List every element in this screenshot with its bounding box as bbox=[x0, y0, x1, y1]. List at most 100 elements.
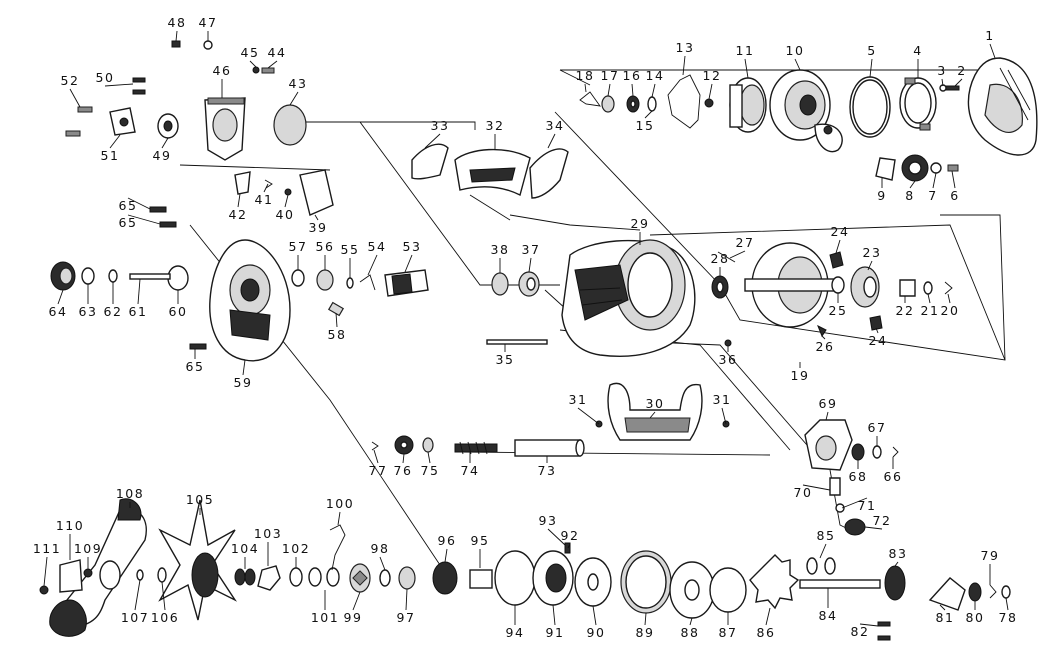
leader-line bbox=[651, 83, 656, 98]
part-number-label: 11 bbox=[736, 43, 755, 58]
part-number-label: 47 bbox=[199, 15, 218, 30]
part-number-label: 45 bbox=[241, 45, 260, 60]
leader-line bbox=[289, 91, 299, 106]
part-108-handle bbox=[49, 498, 147, 637]
part-number-label: 68 bbox=[849, 469, 868, 484]
part-number-label: 12 bbox=[703, 68, 722, 83]
leader-line bbox=[947, 293, 951, 304]
part-number-label: 39 bbox=[309, 220, 328, 235]
leader-line bbox=[263, 183, 269, 193]
part-number-label: 50 bbox=[96, 70, 115, 85]
part-number-label: 4 bbox=[913, 43, 922, 58]
leader-line bbox=[161, 137, 169, 149]
leader-line bbox=[765, 607, 771, 626]
part-number-label: 83 bbox=[889, 546, 908, 561]
parts-101-to-104 bbox=[234, 565, 340, 591]
part-number-label: 40 bbox=[276, 207, 295, 222]
part-number-label: 60 bbox=[169, 304, 188, 319]
part-number-label: 91 bbox=[546, 625, 565, 640]
leader-line bbox=[607, 83, 611, 97]
part-13-spring-wire bbox=[667, 74, 701, 129]
part-number-label: 21 bbox=[921, 303, 940, 318]
part-number-label: 22 bbox=[896, 303, 915, 318]
part-number-label: 111 bbox=[33, 541, 61, 556]
part-number-label: 35 bbox=[496, 352, 515, 367]
leader-line bbox=[547, 133, 556, 149]
part-number-label: 101 bbox=[311, 610, 339, 625]
part-number-label: 61 bbox=[129, 304, 148, 319]
part-number-label: 1 bbox=[985, 28, 994, 43]
leader-line bbox=[794, 58, 801, 71]
leader-line bbox=[242, 359, 246, 376]
part-number-label: 53 bbox=[403, 239, 422, 254]
leader-line bbox=[528, 257, 532, 273]
leader-line bbox=[821, 335, 826, 340]
part-number-label: 97 bbox=[397, 610, 416, 625]
part-number-label: 24 bbox=[831, 224, 850, 239]
part-number-label: 73 bbox=[538, 463, 557, 478]
part-number-label: 110 bbox=[56, 518, 84, 533]
parts-86-to-90-gears bbox=[574, 550, 800, 619]
leader-line bbox=[577, 407, 600, 425]
part-4-ring-plate bbox=[899, 77, 937, 131]
leader-line bbox=[127, 214, 161, 225]
part-number-label: 62 bbox=[104, 304, 123, 319]
part-number-label: 108 bbox=[116, 486, 144, 501]
leader-line bbox=[721, 407, 727, 425]
part-number-label: 90 bbox=[587, 625, 606, 640]
parts-32-33-34-level-wind-guard bbox=[411, 143, 569, 199]
part-number-label: 80 bbox=[966, 610, 985, 625]
leader-line bbox=[649, 411, 656, 419]
part-number-label: 51 bbox=[101, 148, 120, 163]
part-number-label: 23 bbox=[863, 245, 882, 260]
part-number-label: 41 bbox=[255, 192, 274, 207]
leader-line bbox=[137, 278, 141, 305]
part-number-label: 10 bbox=[786, 43, 805, 58]
part-number-label: 63 bbox=[79, 304, 98, 319]
part-number-label: 79 bbox=[981, 548, 1000, 563]
part-number-label: 42 bbox=[229, 207, 248, 222]
parts-75-76-77 bbox=[371, 435, 434, 455]
parts-78-to-82 bbox=[877, 577, 1011, 641]
leader-line bbox=[867, 260, 873, 271]
part-51-clicker bbox=[109, 107, 136, 136]
part-28-bearing bbox=[711, 275, 729, 299]
part-number-label: 52 bbox=[61, 73, 80, 88]
part-number-label: 46 bbox=[213, 63, 232, 78]
part-number-label: 58 bbox=[328, 327, 347, 342]
part-number-label: 54 bbox=[368, 239, 387, 254]
part-number-label: 5 bbox=[867, 43, 876, 58]
part-number-label: 64 bbox=[49, 304, 68, 319]
part-number-label: 99 bbox=[344, 610, 363, 625]
part-number-label: 31 bbox=[713, 392, 732, 407]
part-number-label: 20 bbox=[941, 303, 960, 318]
leader-line bbox=[644, 612, 647, 626]
leader-line bbox=[424, 133, 441, 149]
part-number-label: 94 bbox=[506, 625, 525, 640]
parts-39-to-42-clutch bbox=[234, 169, 334, 216]
leader-line bbox=[644, 110, 653, 119]
parts-91-92-93-94 bbox=[494, 542, 574, 606]
leader-line bbox=[927, 293, 931, 304]
leader-line bbox=[405, 588, 408, 611]
part-number-label: 82 bbox=[851, 624, 870, 639]
leader-line bbox=[941, 78, 944, 87]
leader-line bbox=[875, 327, 879, 334]
part-number-label: 78 bbox=[999, 610, 1018, 625]
part-number-label: 65 bbox=[119, 198, 138, 213]
part-74-worm-shaft bbox=[454, 441, 498, 455]
leader-line bbox=[1005, 597, 1009, 611]
part-number-label: 32 bbox=[486, 118, 505, 133]
leader-line bbox=[567, 543, 571, 549]
parts-71-72 bbox=[835, 503, 866, 536]
part-number-label: 102 bbox=[282, 541, 310, 556]
leader-line bbox=[104, 83, 134, 87]
part-number-label: 75 bbox=[421, 463, 440, 478]
leader-line bbox=[237, 193, 241, 208]
leader-line bbox=[894, 561, 899, 567]
part-number-label: 6 bbox=[950, 188, 959, 203]
part-number-label: 29 bbox=[631, 216, 650, 231]
part-35-pin bbox=[486, 339, 548, 345]
part-number-label: 84 bbox=[819, 608, 838, 623]
parts-106-107 bbox=[136, 567, 167, 583]
